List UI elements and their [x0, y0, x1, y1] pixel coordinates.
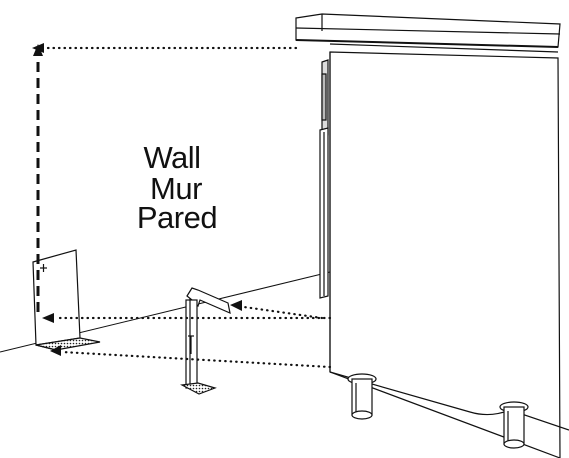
floor-bracket [180, 287, 231, 395]
cabinet-legs [347, 373, 529, 449]
leg-right [499, 401, 529, 449]
wall-bracket [32, 249, 101, 351]
arrow-wall-bracket [42, 313, 54, 323]
wall-label-fr: Mur [150, 171, 202, 206]
arrow-floor-stand [230, 300, 242, 311]
wall-label-es: Pared [136, 200, 218, 235]
cabinet [295, 13, 569, 458]
leg-left [347, 373, 377, 420]
arrow-top-vertical [33, 44, 43, 56]
arrow-floor-bracket [50, 345, 61, 356]
arrowheads [32, 43, 242, 356]
dotted-guides [44, 46, 332, 369]
wall-label-en: Wall [143, 140, 201, 175]
